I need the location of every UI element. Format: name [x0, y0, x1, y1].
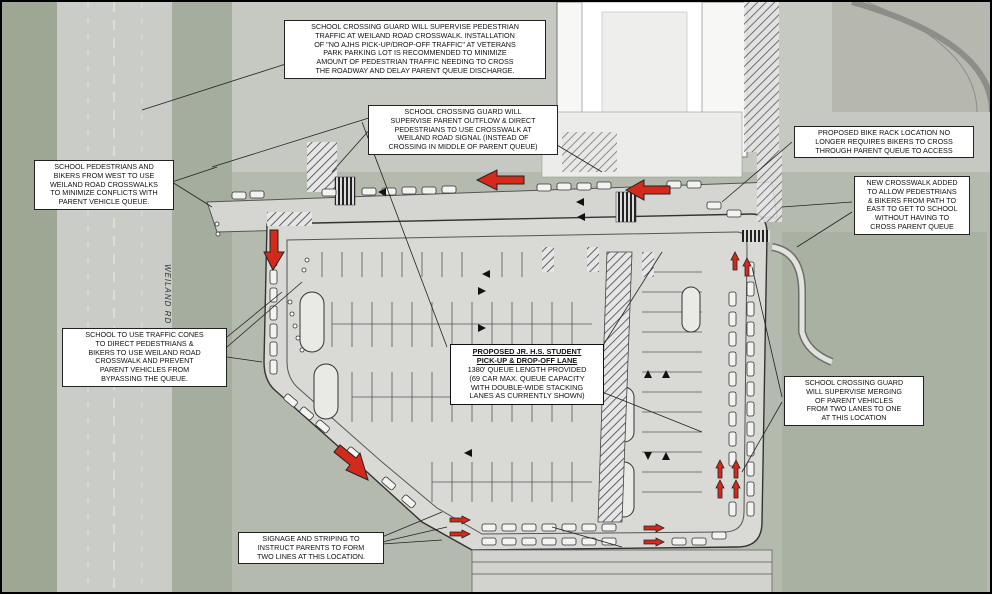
- school-hatched-wall: [744, 2, 779, 152]
- note-line: SCHOOL CROSSING GUARD WILL: [404, 107, 522, 116]
- note-line: AT THIS LOCATION: [821, 413, 887, 423]
- note-line: SIGNAGE AND STRIPING TO: [262, 534, 360, 543]
- note-line: INSTRUCT PARENTS TO FORM: [257, 542, 365, 552]
- note-line: FROM TWO LANES TO ONE: [806, 404, 902, 414]
- south-path: [471, 549, 773, 592]
- center-median: [597, 251, 633, 523]
- note-line: AMOUNT OF PEDESTRIAN TRAFFIC NEEDING TO …: [316, 57, 514, 67]
- crosswalk-west: [334, 176, 356, 206]
- note-west-pedestrians: SCHOOL PEDESTRIANS AND BIKERS FROM WEST …: [34, 160, 174, 210]
- crosswalk-east-entry: [742, 230, 770, 242]
- note-line: WEILAND ROAD SIGNAL (INSTEAD OF: [397, 133, 529, 143]
- note-line: TRAFFIC AT WEILAND ROAD CROSSWALK. INSTA…: [315, 30, 515, 40]
- note-new-crosswalk: NEW CROSSWALK ADDED TO ALLOW PEDESTRIANS…: [854, 176, 970, 235]
- callout-title: PICK-UP & DROP-OFF LANE: [476, 355, 578, 365]
- note-guard-merging: SCHOOL CROSSING GUARD WILL SUPERVISE MER…: [784, 376, 924, 426]
- note-line: THROUGH PARENT QUEUE TO ACCESS: [815, 145, 953, 155]
- note-line: CROSS PARENT QUEUE: [870, 221, 954, 231]
- east-hatched-strip: [757, 152, 782, 222]
- note-line: CROSSING IN MIDDLE OF PARENT QUEUE): [388, 142, 538, 152]
- note-line: OF PARENT VEHICLES: [814, 395, 893, 405]
- queue-flow-arrows: [263, 169, 671, 481]
- callout-line: WITH DOUBLE-WIDE STACKING: [470, 382, 584, 392]
- proposed-lane-callout: PROPOSED JR. H.S. STUDENT PICK-UP & DROP…: [450, 344, 604, 406]
- red-arrow-west-2: [624, 179, 671, 201]
- note-line: PROPOSED BIKE RACK LOCATION NO: [817, 128, 951, 137]
- note-line: WILL SUPERVISE MERGING: [806, 386, 902, 396]
- note-line: TO DIRECT PEDESTRIANS &: [95, 338, 194, 348]
- note-line: TO ALLOW PEDESTRIANS: [867, 186, 957, 196]
- red-arrow-south: [263, 229, 285, 272]
- note-line: TO MINIMIZE CONFLICTS WITH: [50, 188, 158, 198]
- callout-title: PROPOSED JR. H.S. STUDENT: [472, 347, 582, 356]
- note-line: SCHOOL CROSSING GUARD WILL SUPERVISE PED…: [311, 22, 519, 31]
- callout-line: 1380' QUEUE LENGTH PROVIDED: [467, 364, 587, 374]
- red-arrow-southeast: [333, 444, 369, 481]
- note-line: THE ROADWAY AND DELAY PARENT QUEUE DISCH…: [315, 65, 515, 75]
- note-line: LONGER REQUIRES BIKERS TO CROSS: [815, 136, 953, 146]
- note-line: SCHOOL PEDESTRIANS AND: [54, 162, 154, 171]
- callout-leader-lines: [141, 61, 853, 548]
- note-line: TWO LINES AT THIS LOCATION.: [256, 551, 366, 561]
- road-label: WEILAND RD: [163, 264, 172, 325]
- note-line: BIKERS FROM WEST TO USE: [53, 170, 155, 180]
- note-line: SCHOOL TO USE TRAFFIC CONES: [85, 330, 204, 339]
- note-guard-outflow: SCHOOL CROSSING GUARD WILL SUPERVISE PAR…: [368, 105, 558, 155]
- note-line: PARK PARKING LOT IS RECOMMENDED TO MINIM…: [323, 48, 507, 58]
- note-line: WEILAND ROAD CROSSWALKS: [50, 179, 158, 189]
- note-line: OF "NO AJHS PICK-UP/DROP-OFF TRAFFIC" AT…: [314, 39, 516, 49]
- note-line: SUPERVISE PARENT OUTFLOW & DIRECT: [390, 115, 536, 125]
- callout-line: (69 CAR MAX. QUEUE CAPACITY: [469, 373, 585, 383]
- traffic-cones: [214, 221, 310, 353]
- note-line: EAST TO GET TO SCHOOL: [866, 204, 958, 214]
- note-line: WITHOUT HAVING TO: [874, 213, 950, 223]
- callout-line: LANES AS CURRENTLY SHOWN): [469, 391, 585, 401]
- accessible-stalls: [542, 247, 654, 277]
- crosswalk-north: [615, 191, 637, 223]
- note-crossing-guard-weiland: SCHOOL CROSSING GUARD WILL SUPERVISE PED…: [284, 20, 546, 79]
- note-line: PEDESTRIANS TO USE CROSSWALK AT: [394, 124, 532, 134]
- note-line: SCHOOL CROSSING GUARD: [804, 378, 904, 387]
- note-line: & BIKERS FROM PATH TO: [867, 195, 957, 205]
- note-bike-rack: PROPOSED BIKE RACK LOCATION NO LONGER RE…: [794, 126, 974, 159]
- note-signage: SIGNAGE AND STRIPING TO INSTRUCT PARENTS…: [238, 532, 384, 565]
- south-path-hatch: [472, 561, 772, 575]
- note-line: CROSSWALK AND PREVENT: [95, 356, 194, 366]
- note-line: BYPASSING THE QUEUE.: [101, 373, 188, 383]
- note-line: PARENT VEHICLES FROM: [99, 365, 190, 375]
- note-line: NEW CROSSWALK ADDED: [866, 178, 958, 187]
- note-traffic-cones: SCHOOL TO USE TRAFFIC CONES TO DIRECT PE…: [62, 328, 227, 387]
- note-line: BIKERS TO USE WEILAND ROAD: [88, 347, 201, 357]
- note-line: PARENT VEHICLE QUEUE.: [58, 197, 150, 207]
- queue-lane-arrows: [449, 251, 752, 547]
- red-arrow-west-1: [475, 169, 525, 191]
- crosswalk-west-entry: [267, 212, 312, 226]
- pavement-direction-arrows: [378, 188, 670, 460]
